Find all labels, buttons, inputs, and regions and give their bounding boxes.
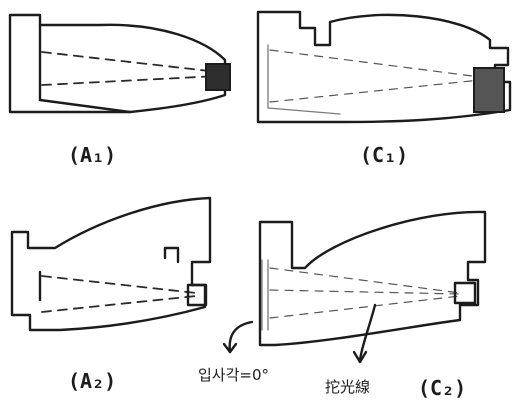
panel-c2-block (453, 281, 477, 305)
panel-c1-ray-lower (269, 79, 481, 103)
panel-a2-label: (A₂) (68, 369, 116, 393)
panel-a1-ray-lower (41, 75, 219, 86)
panel-c1-outline (256, 10, 512, 124)
panel-a1-ray-upper (41, 51, 219, 73)
panel-c2-ray-lower (269, 295, 461, 319)
panel-c2-label: (C₂) (418, 376, 466, 400)
panel-c1-ray-upper (269, 49, 481, 78)
angle-pointer (228, 320, 254, 354)
panel-a2-block (186, 283, 208, 307)
angle-note: 입사각=0° (198, 366, 269, 384)
light-note: 拕光線 (325, 378, 370, 396)
panel-c2-ray-upper (269, 267, 461, 294)
panel-c1-label: (C₁) (360, 143, 408, 167)
panel-a2: (A₂) (10, 196, 212, 393)
panel-c2-ray-mid (269, 289, 461, 295)
panel-c1-hatched-block (473, 67, 505, 113)
panel-a2-outline (10, 196, 212, 332)
annotations: 입사각=0° 拕光線 (198, 303, 377, 396)
panel-c2: (C₂) (258, 210, 487, 400)
panel-a1-outline (8, 13, 227, 114)
panel-a2-ray-lower (41, 295, 197, 313)
light-pointer (358, 303, 377, 362)
panel-c1: (C₁) (256, 10, 512, 167)
panel-a1-label: (A₁) (68, 143, 116, 167)
panel-a1: (A₁) (8, 13, 231, 167)
panel-a2-ray-upper (41, 275, 197, 294)
panel-a1-hatched-block (205, 63, 231, 91)
panel-c2-outline (258, 210, 487, 347)
